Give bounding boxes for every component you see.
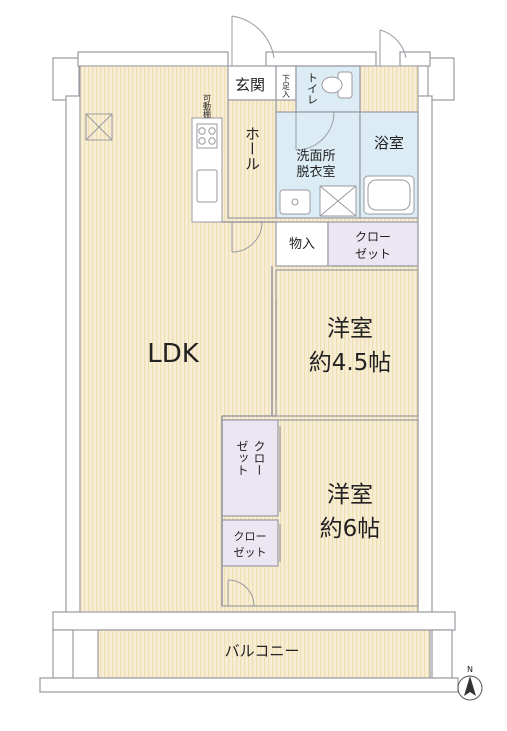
- entrance-floor: [227, 65, 277, 101]
- outer-walls: [52, 51, 456, 631]
- hall-floor: [227, 99, 277, 219]
- closet-left: [221, 419, 279, 517]
- hall-label: ホール: [243, 126, 261, 171]
- kitchen-counter: [191, 117, 223, 223]
- washroom-label-line2: 脱衣室: [296, 164, 335, 180]
- storage-room: [275, 221, 329, 267]
- closet-left-label-col1: ゼット: [235, 440, 249, 476]
- western-room-1-name: 洋室: [327, 316, 373, 342]
- movable-shelf-label: 可動棚: [203, 94, 212, 119]
- closet-top-label-line2: ゼット: [355, 247, 391, 261]
- wash-basin: [279, 185, 357, 217]
- sliding-doors: [120, 265, 414, 613]
- toilet-fixture: [321, 71, 353, 99]
- western-room-2-name: 洋室: [327, 482, 373, 508]
- western-room-1-size: 約4.5帖: [309, 350, 392, 376]
- balcony-area: [97, 629, 431, 679]
- compass-label: N: [467, 665, 473, 674]
- shoe-storage-label: 下足入: [282, 74, 291, 98]
- ventilation-marker: [85, 113, 113, 141]
- closet-small-label-line1: クロー: [234, 530, 267, 543]
- toilet-label: トイレ: [306, 72, 319, 105]
- bathtub: [363, 175, 415, 215]
- closet-left-label-col2: クロー: [252, 440, 266, 476]
- ldk-label: LDK: [147, 339, 200, 369]
- western-room-1: [275, 269, 419, 417]
- entrance-label: 玄関: [235, 76, 265, 94]
- closet-top-label-line1: クロー: [355, 230, 391, 244]
- closet-small-label-line2: ゼット: [234, 546, 267, 559]
- bathroom-label: 浴室: [374, 134, 404, 152]
- storage-label: 物入: [289, 237, 315, 252]
- door-swings: [227, 15, 407, 607]
- balcony-label: バルコニー: [225, 642, 300, 660]
- compass: N: [457, 665, 483, 701]
- western-room-2-size: 約6帖: [320, 516, 381, 542]
- closet-small: [221, 519, 279, 567]
- compass-needle-icon: [464, 676, 476, 696]
- washroom-label-line1: 洗面所: [296, 149, 335, 164]
